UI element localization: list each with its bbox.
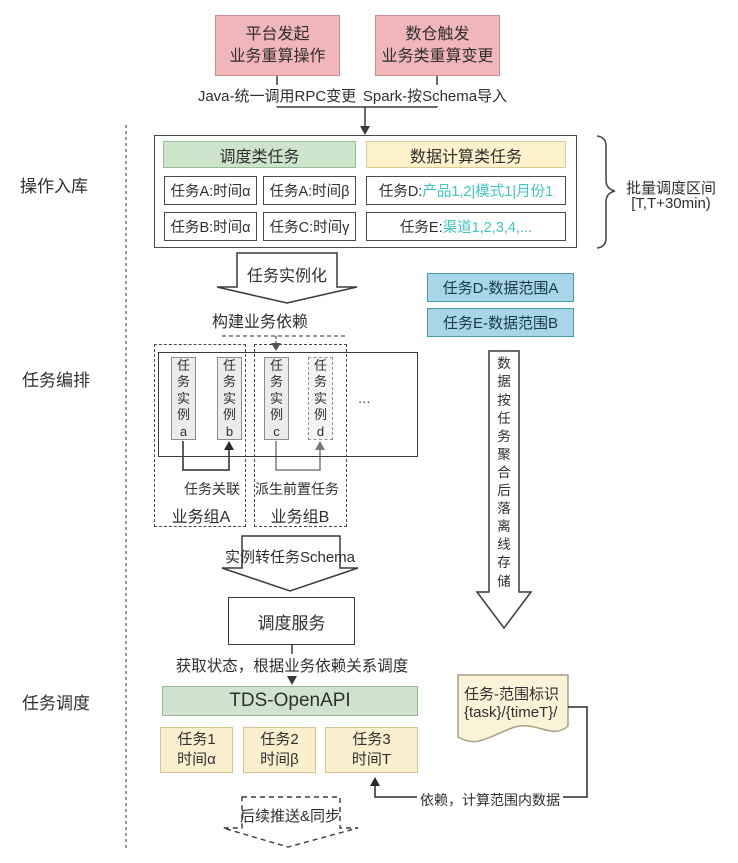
range-box-d: 任务D-数据范围A	[427, 273, 574, 302]
instance-b: 任务实例b	[217, 357, 242, 440]
dwh-line2: 业务类重算变更	[381, 47, 494, 65]
spark-schema-label: Spark-按Schema导入	[359, 85, 511, 106]
section-label-ingest: 操作入库	[20, 177, 88, 196]
aggregate-arrow-shape	[475, 350, 533, 630]
schema-arrow-shape	[221, 535, 359, 592]
doc-label-line2: {task}/{timeT}/	[464, 704, 558, 721]
compute-tasks-header: 数据计算类任务	[366, 141, 566, 168]
dependency-note-label: 依赖，计算范围内数据	[417, 790, 563, 810]
arrowhead-into-instance-b	[224, 441, 234, 450]
section-label-schedule: 任务调度	[22, 694, 90, 713]
status-label: 获取状态，根据业务依赖关系调度	[172, 654, 412, 676]
schedule-tasks-header: 调度类任务	[163, 141, 356, 168]
platform-source-box: 平台发起 业务重算操作	[215, 15, 340, 76]
doc-shape	[457, 674, 569, 743]
dwh-source-box: 数仓触发 业务类重算变更	[375, 15, 500, 76]
task-e-prefix: 任务E:	[399, 220, 443, 236]
batch-interval-label-line1: 批量调度区间	[625, 180, 717, 197]
task-d-prefix: 任务D:	[378, 184, 423, 200]
java-rpc-label: Java-统一调用RPC变更	[194, 85, 360, 106]
instance-pool-box	[158, 352, 418, 457]
group-b-box	[254, 344, 347, 527]
link-b-label: 派生前置任务	[255, 481, 339, 497]
link-b-elbow	[275, 441, 321, 471]
task-d-value: 产品1,2|模式1|月份1	[422, 184, 554, 200]
cell-task-c: 任务C:时间γ	[263, 212, 356, 241]
batch-interval-brace	[596, 135, 616, 249]
task-e-value: 渠道1,2,3,4,...	[442, 220, 533, 236]
arrowhead-into-instance-c	[271, 343, 281, 351]
link-a-label: 任务关联	[184, 481, 240, 497]
group-a-box	[154, 344, 246, 527]
service-box: 调度服务	[228, 597, 355, 645]
aggregate-arrow-label: 数据按任务聚合后落离线存储	[497, 356, 511, 589]
dwh-line1: 数仓触发	[405, 25, 470, 43]
instantiate-arrow-shape	[216, 252, 358, 304]
instance-ellipsis: ...	[358, 390, 371, 407]
arrowhead-into-instance-d	[315, 441, 325, 450]
tds-openapi-box: TDS-OpenAPI	[162, 686, 418, 716]
arrowhead-into-task3	[370, 777, 380, 786]
schema-arrow-label: 实例转任务Schema	[224, 549, 356, 566]
instance-c: 任务实例c	[264, 357, 289, 440]
cell-task-e: 任务E:渠道1,2,3,4,...	[366, 212, 566, 241]
range-box-e: 任务E-数据范围B	[427, 308, 574, 337]
group-a-label: 业务组A	[171, 509, 231, 526]
build-dep-label: 构建业务依赖	[212, 314, 309, 331]
cell-task-d: 任务D:产品1,2|模式1|月份1	[366, 176, 566, 205]
cell-task-b: 任务B:时间α	[164, 212, 257, 241]
dependency-elbow	[374, 706, 588, 798]
link-a-elbow	[182, 441, 230, 471]
cell-task-a2: 任务A:时间β	[263, 176, 356, 205]
arrowhead-into-ingest	[360, 126, 370, 135]
followup-arrow-label: 后续推送&同步	[239, 808, 341, 825]
section-label-orchestrate: 任务编排	[22, 371, 90, 390]
doc-label-line1: 任务-范围标识	[464, 686, 559, 703]
batch-interval-label-line2: [T,T+30min)	[631, 195, 711, 212]
instantiate-arrow-label: 任务实例化	[246, 268, 328, 285]
cell-task-a1: 任务A:时间α	[164, 176, 257, 205]
instance-a: 任务实例a	[171, 357, 196, 440]
instance-d: 任务实例d	[308, 357, 333, 440]
platform-line1: 平台发起	[245, 25, 310, 43]
followup-arrow-shape	[222, 796, 359, 848]
arrowhead-into-api	[287, 676, 297, 685]
group-b-label: 业务组B	[270, 509, 330, 526]
platform-line2: 业务重算操作	[229, 47, 326, 65]
